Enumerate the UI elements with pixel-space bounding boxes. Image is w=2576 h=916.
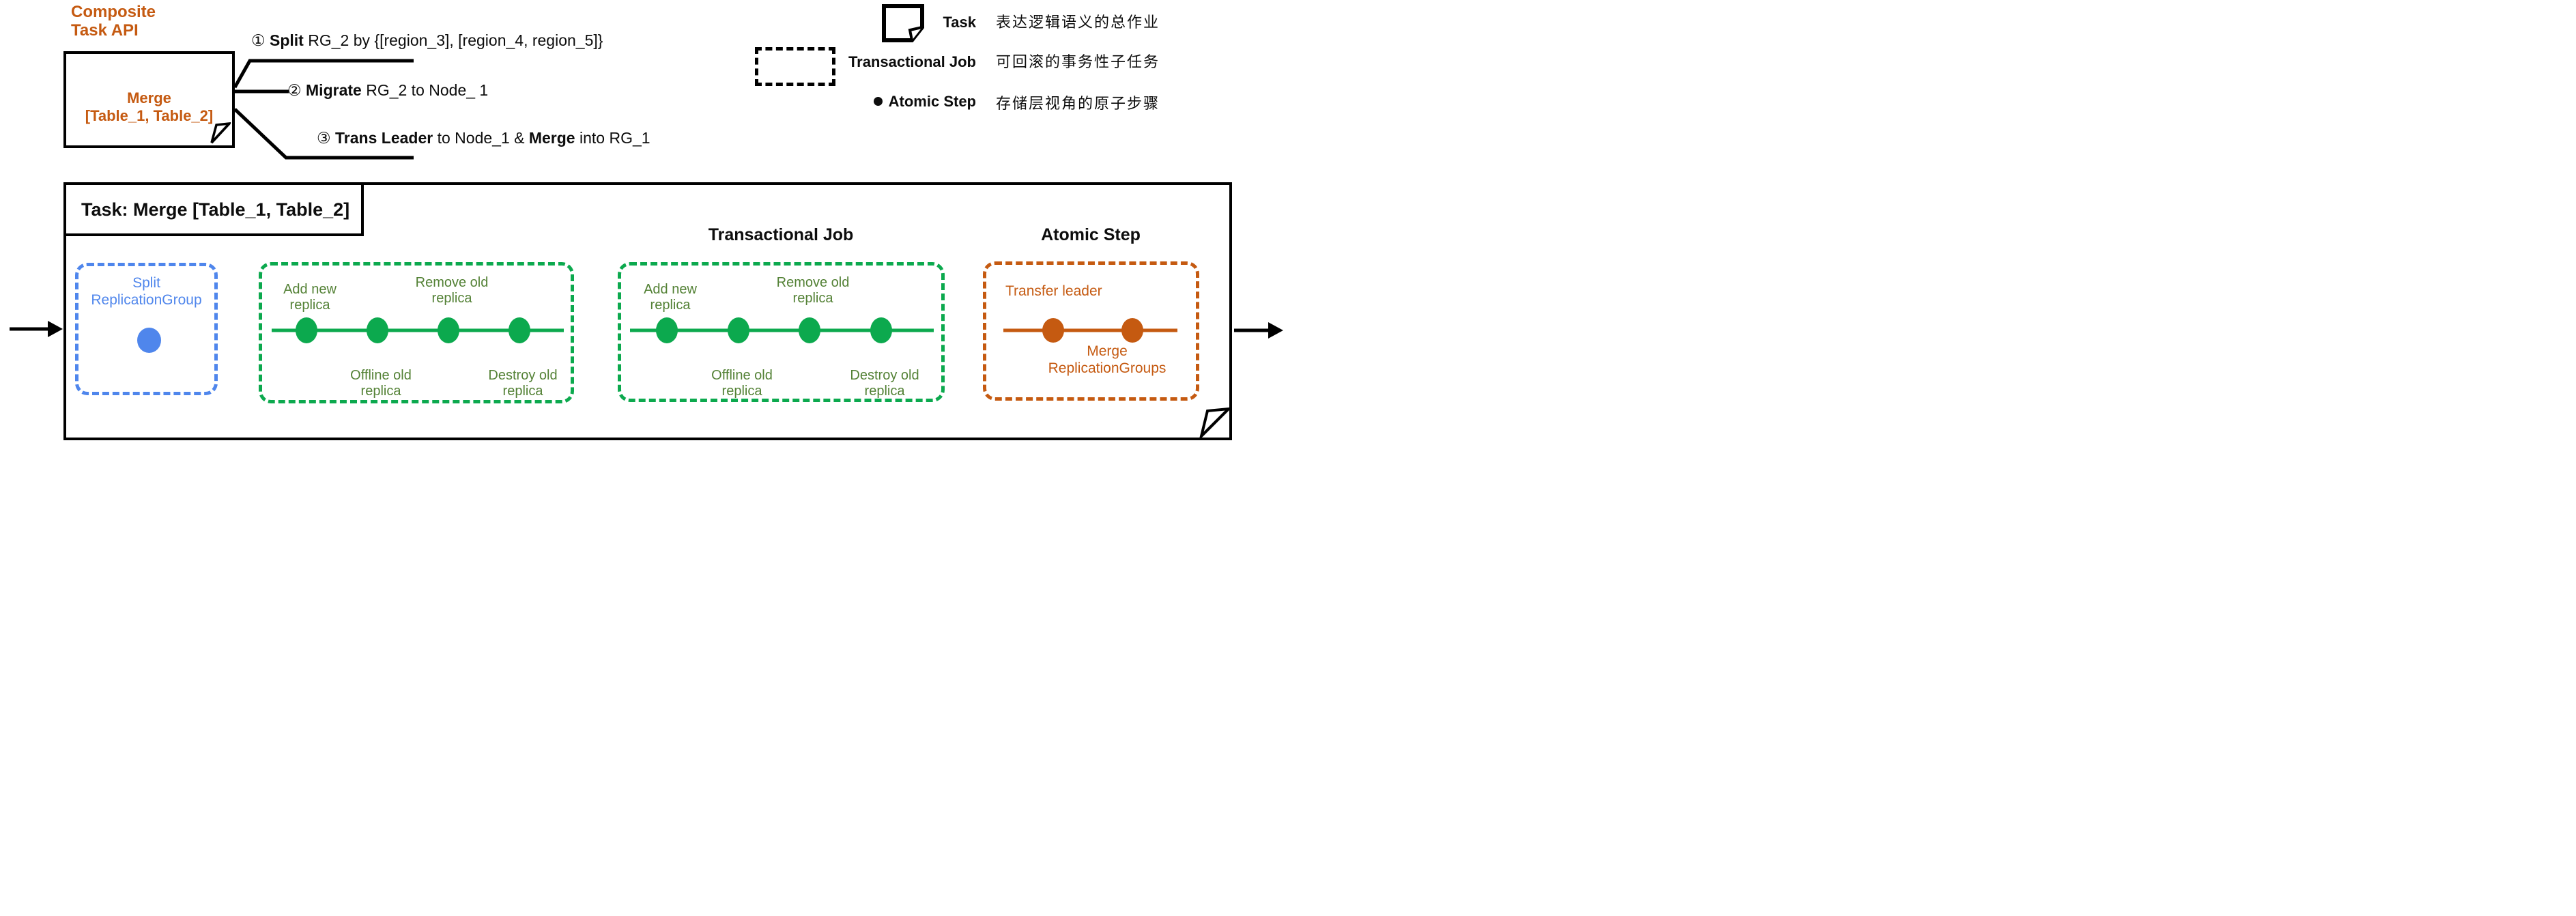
split-atomic-step-dot: [137, 328, 161, 353]
job-2-dot-2: [728, 317, 749, 343]
split-label-line1: Split: [132, 275, 160, 291]
transactional-job-dashed-icon: [755, 47, 835, 86]
atomic-step-heading: Atomic Step: [1041, 225, 1141, 244]
transactional-job-heading: Transactional Job: [708, 225, 854, 244]
flow-dogear-icon: [1199, 407, 1231, 438]
composite-task-api-title-line1: Composite: [71, 3, 156, 21]
dogear-icon: [210, 122, 231, 144]
arrow-in: [10, 321, 63, 337]
legend-label-task: Task: [943, 14, 976, 31]
atomic-step-node: Transfer leader Merge ReplicationGroups: [983, 261, 1199, 401]
legend-desc-task: 表达逻辑语义的总作业: [996, 14, 1160, 31]
merge-groups-dot: [1121, 318, 1143, 343]
task-doc-icon: [882, 4, 924, 42]
merge-replication-groups-label: Merge ReplicationGroups: [1048, 343, 1167, 376]
legend-label-transactional-job: Transactional Job: [848, 53, 976, 70]
legend-desc-atomic-step: 存储层视角的原子步骤: [996, 95, 1160, 112]
composite-task-box-label-line2: [Table_1, Table_2]: [85, 107, 214, 124]
job-2-step-line: [630, 317, 934, 343]
transfer-leader-label: Transfer leader: [1005, 283, 1102, 299]
composite-task-box-label: Merge [Table_1, Table_2]: [66, 89, 232, 125]
composite-task-box: Merge [Table_1, Table_2]: [63, 51, 235, 148]
step-1-split: ① Split RG_2 by {[region_3], [region_4, …: [251, 31, 603, 49]
legend-label-atomic-step: Atomic Step: [873, 93, 976, 111]
diagram-canvas: Composite Task API Merge [Table_1, Table…: [0, 0, 1288, 458]
atomic-step-dot-icon: [873, 97, 883, 106]
step-3-trans-leader: ③ Trans Leader to Node_1 & Merge into RG…: [317, 129, 650, 147]
job-2-dot-3: [799, 317, 820, 343]
legend-desc-transactional-job: 可回滚的事务性子任务: [996, 53, 1160, 70]
arrow-out: [1234, 322, 1283, 339]
transfer-leader-dot: [1042, 318, 1064, 343]
job-2-dot-1: [656, 317, 678, 343]
flow-title-box: Task: Merge [Table_1, Table_2]: [63, 182, 364, 236]
flow-title: Task: Merge [Table_1, Table_2]: [81, 199, 350, 220]
split-replication-group-node: Split ReplicationGroup: [75, 263, 218, 395]
job-1-dot-1: [296, 317, 317, 343]
composite-task-api-title: Composite Task API: [71, 3, 156, 40]
job-1-dot-2: [367, 317, 388, 343]
legend-label-atomic-step-text: Atomic Step: [888, 93, 976, 110]
atomic-step-line: [1003, 318, 1177, 343]
job-1-step-line: [272, 317, 564, 343]
split-replication-group-label: Split ReplicationGroup: [78, 274, 214, 309]
job-2-dot-4: [870, 317, 892, 343]
job-1-dot-4: [509, 317, 530, 343]
composite-task-box-label-line1: Merge: [127, 89, 171, 106]
job-1-dot-3: [438, 317, 459, 343]
composite-task-api-title-line2: Task API: [71, 21, 139, 40]
step-2-migrate: ② Migrate RG_2 to Node_ 1: [287, 81, 489, 99]
split-label-line2: ReplicationGroup: [91, 292, 202, 308]
